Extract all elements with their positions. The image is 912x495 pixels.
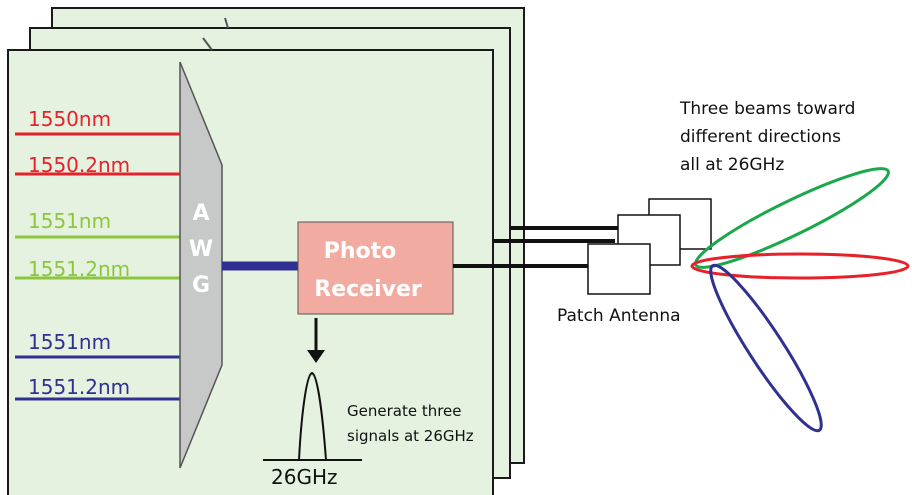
beam-green bbox=[694, 167, 890, 269]
spectrum-label: 26GHz bbox=[271, 465, 337, 489]
photo-receiver bbox=[297, 221, 454, 315]
patch-antenna-label: Patch Antenna bbox=[557, 306, 681, 326]
receiver-label-line1: Photo bbox=[324, 239, 397, 264]
spectrum-note-line2: signals at 26GHz bbox=[347, 427, 474, 445]
beams-caption-line3: all at 26GHz bbox=[680, 155, 784, 175]
beam-blue bbox=[709, 263, 823, 433]
awg-block bbox=[179, 61, 223, 469]
awg-back-edge bbox=[202, 37, 213, 51]
down-arrow-head bbox=[307, 350, 325, 363]
beams-caption-line2: different directions bbox=[680, 127, 841, 147]
patch-antenna-front bbox=[587, 243, 651, 295]
spectrum-peak bbox=[298, 371, 327, 461]
receiver-label-line2: Receiver bbox=[314, 277, 422, 302]
input-fibers bbox=[15, 132, 180, 401]
beams-caption-line1: Three beams toward bbox=[679, 99, 855, 119]
wavelength-label-5: 1551nm bbox=[28, 330, 111, 354]
spectrum-note-line1: Generate three bbox=[347, 402, 462, 420]
beam-red bbox=[690, 252, 910, 280]
wavelength-label-3: 1551nm bbox=[28, 209, 111, 233]
awg-letter-a: A bbox=[192, 201, 209, 226]
wavelength-label-4: 1551.2nm bbox=[28, 257, 130, 281]
patch-antennas bbox=[587, 198, 712, 295]
awg-letter-g: G bbox=[192, 273, 210, 298]
awg-letter-w: W bbox=[189, 237, 213, 262]
wavelength-label-6: 1551.2nm bbox=[28, 375, 130, 399]
wavelength-label-2: 1550.2nm bbox=[28, 153, 130, 177]
awg-back-edge-2 bbox=[224, 17, 229, 29]
wavelength-label-1: 1550nm bbox=[28, 107, 111, 131]
